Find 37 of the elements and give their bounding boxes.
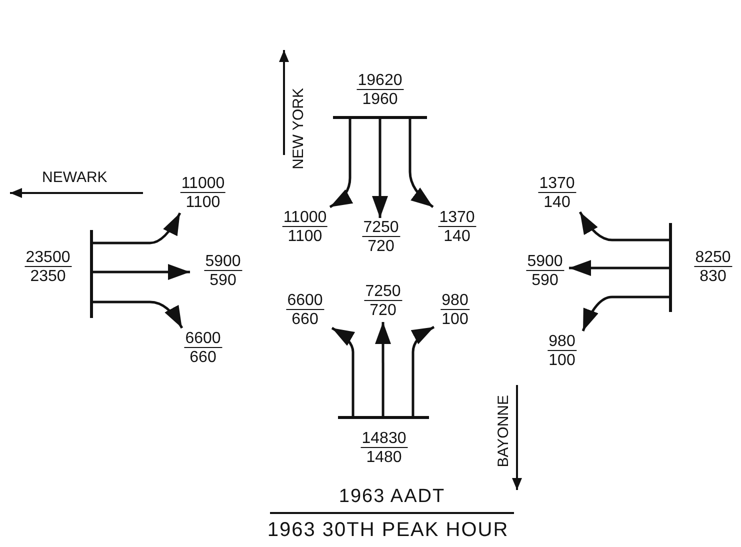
turning-volume: 1370 140: [438, 209, 476, 245]
turning-volume: 1370 140: [538, 175, 576, 211]
turn-arrow: [92, 212, 182, 244]
turning-volume: 6600 660: [286, 292, 324, 328]
stop-line: [338, 416, 429, 419]
approach-volume: 14830 1480: [360, 430, 408, 466]
legend-text: 1963 AADT: [338, 486, 446, 508]
turning-volume: 980 100: [548, 333, 576, 369]
arrow: [372, 118, 388, 218]
turning-volume: 7250 720: [362, 219, 400, 255]
turn-arrow: [578, 211, 670, 242]
turning-volume: 11000 1100: [180, 175, 226, 211]
stop-line: [90, 230, 93, 318]
turning-volume: 6600 660: [184, 330, 222, 366]
turning-volume: 5900 590: [204, 253, 242, 289]
arrow: [569, 260, 670, 276]
turn-arrow: [582, 296, 670, 332]
arrow: [92, 264, 190, 280]
turning-volume: 7250 720: [364, 283, 402, 319]
approach-volume: 8250 830: [694, 249, 732, 285]
direction-label: NEWARK: [42, 169, 108, 186]
turning-volume: 980 100: [440, 292, 470, 328]
turn-arrow: [92, 300, 184, 329]
legend-text: 1963 30TH PEAK HOUR: [267, 519, 509, 542]
turn-arrow: [410, 326, 435, 418]
direction-label: NEW YORK: [290, 88, 307, 170]
turn-arrow: [408, 118, 434, 208]
turning-volume: 11000 1100: [282, 209, 328, 245]
stop-line: [333, 116, 427, 119]
arrow: [375, 322, 391, 418]
approach-volume: 23500 2350: [24, 249, 72, 285]
turning-volume: 5900 590: [526, 253, 564, 289]
direction-label: BAYONNE: [495, 395, 512, 468]
stop-line: [669, 223, 672, 312]
turn-arrow: [329, 118, 354, 208]
turn-arrow: [331, 326, 355, 418]
approach-volume: 19620 1960: [356, 72, 404, 108]
